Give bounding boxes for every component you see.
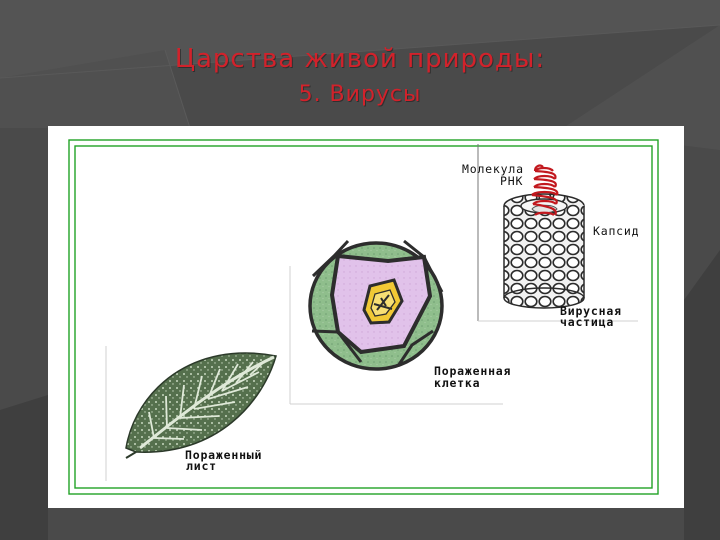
label-virus-particle-line1: Вирусная <box>560 304 622 318</box>
label-infected-leaf-line2: лист <box>186 459 217 473</box>
frame-lines <box>68 139 659 495</box>
virus-diagram <box>68 139 659 495</box>
label-infected-cell-line2: клетка <box>434 376 481 390</box>
label-capsid: Капсид <box>593 224 640 238</box>
slide-title: Царства живой природы: <box>174 44 546 74</box>
label-infected-cell-line1: Пораженная <box>434 364 512 378</box>
infected-cell-illustration <box>308 239 444 371</box>
slide-subtitle: 5. Вирусы <box>298 82 422 107</box>
virus-particle-illustration <box>503 164 585 309</box>
virus-illustration: Молекула РНК Капсид Вирусная частица Пор… <box>48 126 684 508</box>
label-molecule-rna-line1: Молекула <box>462 162 524 176</box>
label-infected-leaf-line1: Пораженный <box>185 448 263 462</box>
leaf-illustration <box>125 352 277 459</box>
label-molecule-rna-line2: РНК <box>500 174 524 188</box>
label-virus-particle-line2: частица <box>560 315 615 329</box>
